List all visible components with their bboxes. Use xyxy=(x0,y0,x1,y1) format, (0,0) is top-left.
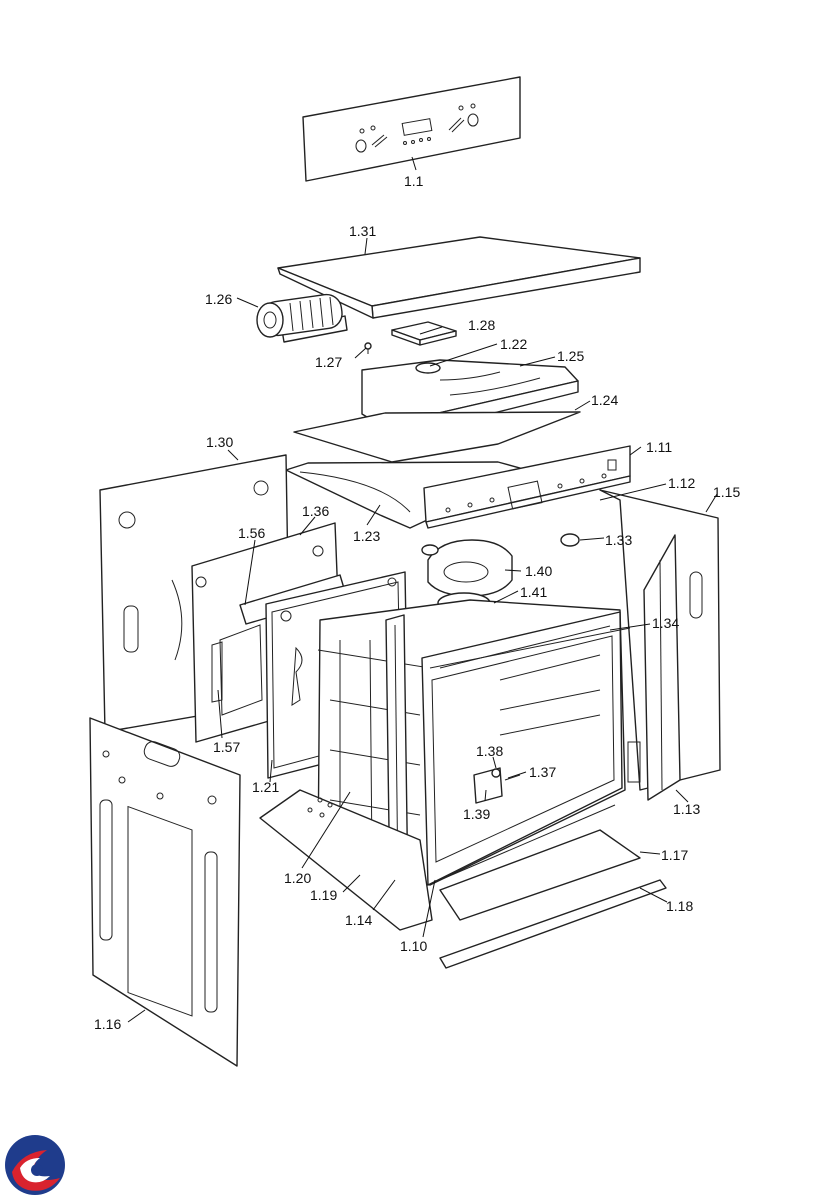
part-label: 1.23 xyxy=(353,528,380,544)
part-label: 1.30 xyxy=(206,434,233,450)
cavity-runner xyxy=(429,627,631,669)
part-label: 1.12 xyxy=(668,475,695,491)
part-label: 1.39 xyxy=(463,806,490,822)
part-label: 1.15 xyxy=(713,484,740,500)
part-label: 1.13 xyxy=(673,801,700,817)
brand-swirl-logo xyxy=(5,1135,65,1195)
control-panel-fascia xyxy=(302,76,521,182)
part-label: 1.56 xyxy=(238,525,265,541)
part-label: 1.11 xyxy=(646,439,672,455)
cavity-front-frame xyxy=(421,611,623,886)
screw xyxy=(364,342,372,354)
part-label: 1.28 xyxy=(468,317,495,333)
top-cover xyxy=(277,236,641,319)
cooling-fan xyxy=(256,293,348,343)
part-label: 1.26 xyxy=(205,291,232,307)
bottom-plate xyxy=(259,789,433,931)
part-label: 1.31 xyxy=(349,223,376,239)
part-label: 1.25 xyxy=(557,348,584,364)
oven-lamp xyxy=(473,767,521,804)
base-rail xyxy=(439,829,641,921)
part-label: 1.37 xyxy=(529,764,556,780)
part-label: 1.16 xyxy=(94,1016,121,1032)
part-label: 1.18 xyxy=(666,898,693,914)
cooling-outlet xyxy=(421,533,580,556)
part-label: 1.38 xyxy=(476,743,503,759)
part-label: 1.40 xyxy=(525,563,552,579)
control-board xyxy=(423,445,631,529)
small-bracket xyxy=(391,321,457,346)
part-label: 1.34 xyxy=(652,615,679,631)
bottom-rail xyxy=(439,879,667,969)
leader-lines xyxy=(127,156,718,1023)
top-insulation-plate xyxy=(293,411,581,463)
part-label: 1.41 xyxy=(520,584,547,600)
part-label: 1.24 xyxy=(591,392,618,408)
part-label: 1.20 xyxy=(284,870,311,886)
part-label: 1.10 xyxy=(400,938,427,954)
part-label: 1.1 xyxy=(404,173,424,189)
part-labels: 1.1 1.31 1.26 1.28 1.22 1.27 1.25 1.24 1… xyxy=(94,173,740,1032)
part-label: 1.36 xyxy=(302,503,329,519)
part-label: 1.21 xyxy=(252,779,279,795)
part-label: 1.17 xyxy=(661,847,688,863)
part-label: 1.22 xyxy=(500,336,527,352)
part-label: 1.33 xyxy=(605,532,632,548)
part-label: 1.14 xyxy=(345,912,372,928)
right-runner-frame xyxy=(627,534,681,801)
part-label: 1.57 xyxy=(213,739,240,755)
front-frame xyxy=(89,717,241,1067)
part-label: 1.19 xyxy=(310,887,337,903)
part-label: 1.27 xyxy=(315,354,342,370)
